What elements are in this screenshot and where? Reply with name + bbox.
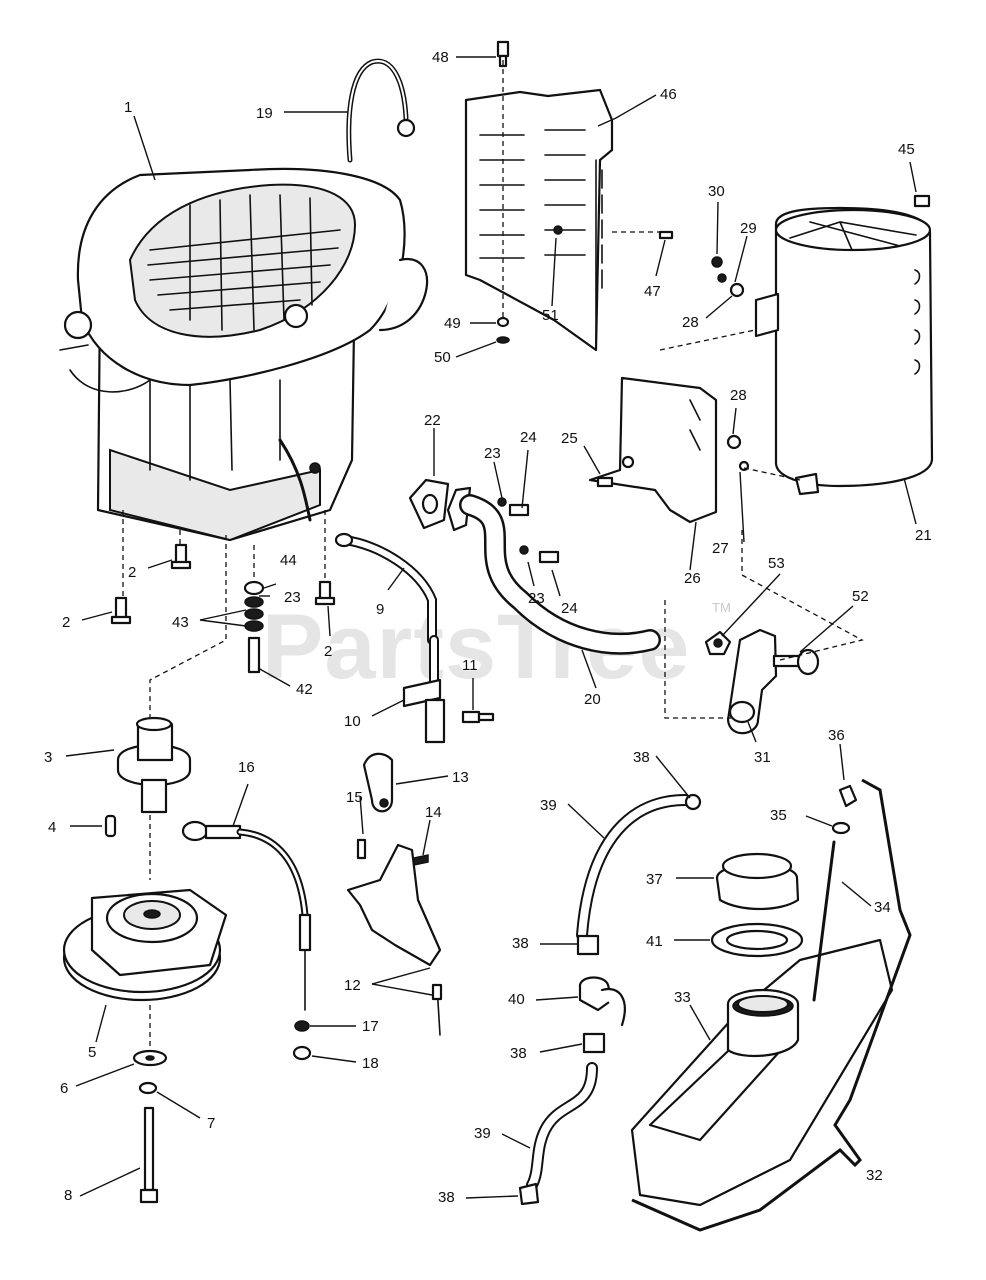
callout-13: 13 bbox=[452, 769, 469, 786]
callout-21: 21 bbox=[915, 527, 932, 544]
callout-45: 45 bbox=[898, 141, 915, 158]
callout-6: 6 bbox=[60, 1080, 68, 1097]
callout-2: 2 bbox=[324, 643, 332, 660]
alignment-lines bbox=[122, 60, 864, 1050]
leader-lines bbox=[65, 56, 917, 1199]
callout-39: 39 bbox=[474, 1125, 491, 1142]
part-31-53-clamp bbox=[704, 628, 820, 735]
callout-17: 17 bbox=[362, 1018, 379, 1035]
part-17-nut bbox=[294, 1020, 310, 1032]
callout-37: 37 bbox=[646, 871, 663, 888]
part-34-36-vent bbox=[812, 784, 858, 1002]
callout-16: 16 bbox=[238, 759, 255, 776]
part-37-cap bbox=[715, 852, 800, 911]
callout-38: 38 bbox=[512, 935, 529, 952]
part-19-ground-wire bbox=[346, 58, 416, 163]
part-12-15-throttle bbox=[346, 752, 443, 1036]
callout-31: 31 bbox=[754, 749, 771, 766]
callout-19: 19 bbox=[256, 105, 273, 122]
callout-2: 2 bbox=[62, 614, 70, 631]
callout-29: 29 bbox=[740, 220, 757, 237]
callout-1: 1 bbox=[124, 99, 132, 116]
part-47-51-fasteners bbox=[496, 40, 674, 344]
callout-12: 12 bbox=[344, 977, 361, 994]
callout-7: 7 bbox=[207, 1115, 215, 1132]
callout-18: 18 bbox=[362, 1055, 379, 1072]
callout-51: 51 bbox=[542, 307, 559, 324]
part-46-heat-shield bbox=[464, 88, 614, 352]
callout-22: 22 bbox=[424, 412, 441, 429]
part-42-44-stack bbox=[243, 580, 265, 674]
callout-4: 4 bbox=[48, 819, 56, 836]
part-2-bolts bbox=[110, 543, 336, 625]
part-38-40-fuel-fittings bbox=[518, 793, 702, 1206]
callout-24: 24 bbox=[561, 600, 578, 617]
callout-40: 40 bbox=[508, 991, 525, 1008]
part-25-26-bracket bbox=[588, 376, 718, 524]
callout-39: 39 bbox=[540, 797, 557, 814]
callout-11: 11 bbox=[462, 657, 478, 674]
callout-25: 25 bbox=[561, 430, 578, 447]
part-33-fuel-tank bbox=[630, 938, 894, 1207]
part-21-muffler bbox=[754, 206, 934, 496]
callout-43: 43 bbox=[172, 614, 189, 631]
part-41-gasket-inner bbox=[725, 929, 789, 951]
callout-42: 42 bbox=[296, 681, 313, 698]
callout-20: 20 bbox=[584, 691, 601, 708]
callout-44: 44 bbox=[280, 552, 297, 569]
callout-48: 48 bbox=[432, 49, 449, 66]
part-1-engine bbox=[59, 167, 429, 542]
callout-8: 8 bbox=[64, 1187, 72, 1204]
watermark-trademark: TM bbox=[712, 600, 731, 615]
callout-36: 36 bbox=[828, 727, 845, 744]
callout-23: 23 bbox=[284, 589, 301, 606]
callout-38: 38 bbox=[510, 1045, 527, 1062]
part-18-nut bbox=[292, 1045, 312, 1061]
part-32-outline bbox=[631, 778, 912, 1232]
callout-28: 28 bbox=[682, 314, 699, 331]
callout-53: 53 bbox=[768, 555, 785, 572]
callout-10: 10 bbox=[344, 713, 361, 730]
callout-3: 3 bbox=[44, 749, 52, 766]
part-3-pulley bbox=[116, 716, 192, 814]
callout-24: 24 bbox=[520, 429, 537, 446]
callout-52: 52 bbox=[852, 588, 869, 605]
callout-38: 38 bbox=[438, 1189, 455, 1206]
callout-15: 15 bbox=[346, 789, 363, 806]
callout-33: 33 bbox=[674, 989, 691, 1006]
callout-2: 2 bbox=[128, 564, 136, 581]
callout-26: 26 bbox=[684, 570, 701, 587]
part-20-24-exhaust bbox=[408, 478, 661, 655]
callout-23: 23 bbox=[484, 445, 501, 462]
callout-35: 35 bbox=[770, 807, 787, 824]
callout-50: 50 bbox=[434, 349, 451, 366]
callout-34: 34 bbox=[874, 899, 891, 916]
callout-9: 9 bbox=[376, 601, 384, 618]
part-9-11-line bbox=[334, 532, 495, 744]
callout-23: 23 bbox=[528, 590, 545, 607]
callout-38: 38 bbox=[633, 749, 650, 766]
callout-14: 14 bbox=[425, 804, 442, 821]
callout-30: 30 bbox=[708, 183, 725, 200]
callout-49: 49 bbox=[444, 315, 461, 332]
callout-labels: 1 2 2 2 3 4 5 6 7 8 9 10 11 12 13 14 15 … bbox=[44, 49, 932, 1206]
callout-47: 47 bbox=[644, 283, 661, 300]
callout-27: 27 bbox=[712, 540, 729, 557]
part-6-8-hardware bbox=[132, 1049, 168, 1204]
part-16-cable bbox=[181, 820, 312, 1011]
callout-28: 28 bbox=[730, 387, 747, 404]
part-5-clutch bbox=[62, 888, 228, 1002]
callout-32: 32 bbox=[866, 1167, 883, 1184]
callout-46: 46 bbox=[660, 86, 677, 103]
callout-5: 5 bbox=[88, 1044, 96, 1061]
part-28-30-fasteners bbox=[711, 194, 931, 472]
callout-41: 41 bbox=[646, 933, 663, 950]
part-4-key bbox=[104, 814, 117, 838]
